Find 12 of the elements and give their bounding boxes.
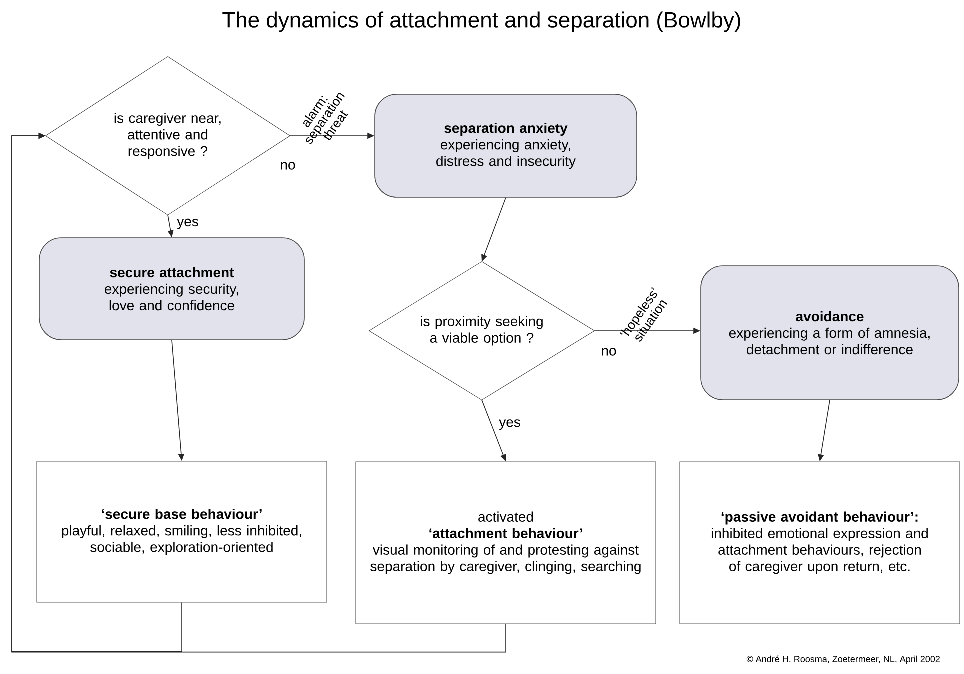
- state-box: separation anxiety experiencing anxiety, distress and insecurity: [374, 94, 638, 198]
- state-box: secure attachment experiencing security, love and confidence: [39, 238, 305, 340]
- branch-label: no: [281, 162, 296, 170]
- state-box: avoidance experiencing a form of amnesia, detachment or indifference: [700, 266, 960, 400]
- copyright-note: © André H. Roosma, Zoetermeer, NL, April 2002: [746, 656, 940, 664]
- edge-label: yes: [177, 218, 198, 230]
- arrow: [12, 132, 506, 653]
- behaviour-box: ‘secure base behaviour’ playful, relaxed, smiling, less inhibited, sociable, exploration-oriented: [36, 461, 328, 603]
- edge-label: yes: [499, 420, 520, 430]
- behaviour-box: ‘passive avoidant behaviour’: inhibited emotional expression and attachment behaviours, rejection of caregiver upon return, etc.: [680, 462, 960, 624]
- title: The dynamics of attachment and separation (Bowlby): [222, 12, 740, 32]
- behaviour-box: activated ‘attachment behaviour’ visual monitoring of and protesting against separation by caregiver, clinging, searching: [356, 462, 656, 624]
